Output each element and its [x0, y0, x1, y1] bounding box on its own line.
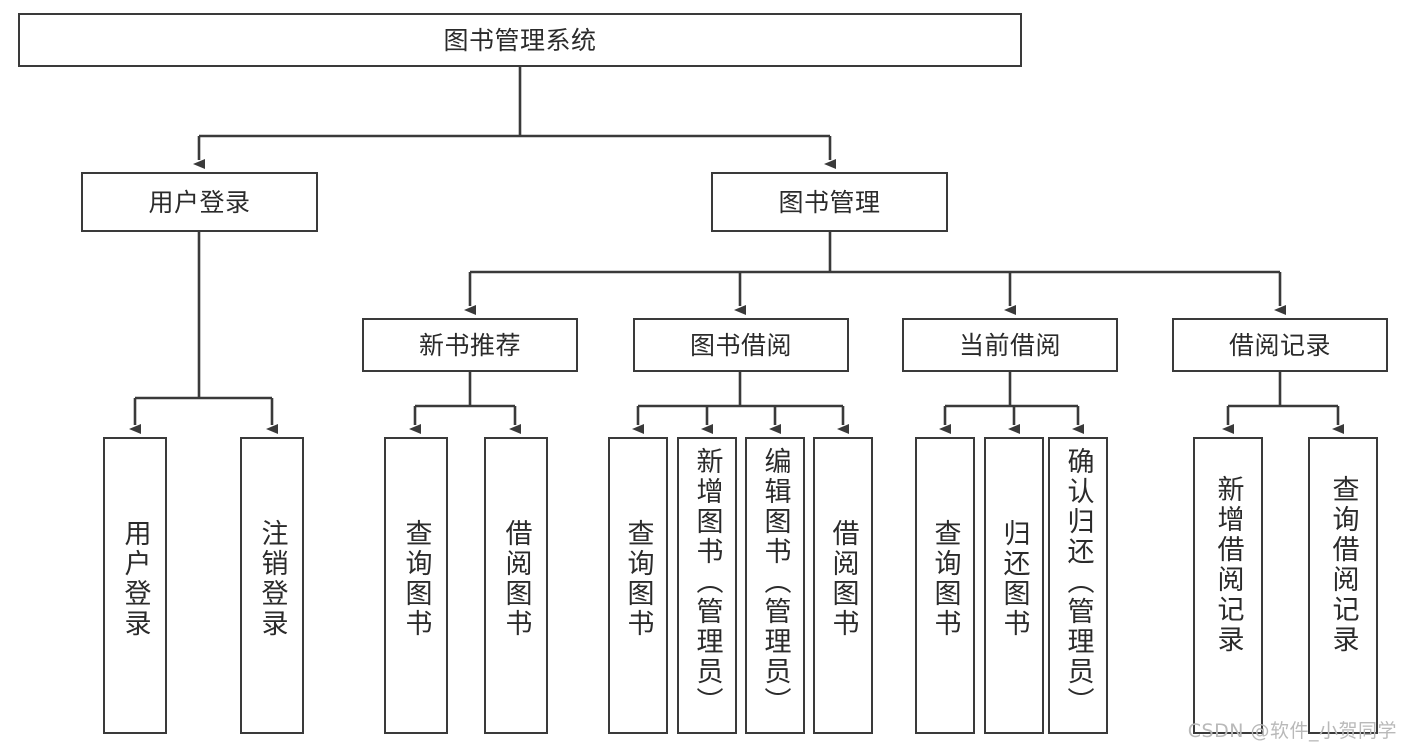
node-book-management-label: 图书管理 — [778, 187, 881, 217]
leaf-book-borrow-edit[interactable]: 编辑图书（管理员） — [745, 437, 805, 734]
watermark-text: CSDN @软件_小贺同学 — [1187, 720, 1397, 742]
leaf-book-borrow-edit-label: 编辑图书（管理员） — [759, 447, 791, 717]
leaf-borrow-record-query-label: 查询借阅记录 — [1327, 475, 1359, 655]
leaf-user-login-login-label: 用户登录 — [119, 519, 151, 639]
node-book-management[interactable]: 图书管理 — [711, 172, 948, 232]
leaf-current-borrow-query-label: 查询图书 — [929, 519, 961, 639]
leaf-book-borrow-borrow[interactable]: 借阅图书 — [813, 437, 873, 734]
leaf-new-book-query[interactable]: 查询图书 — [384, 437, 448, 734]
node-new-book-recommend-label: 新书推荐 — [418, 330, 521, 360]
leaf-new-book-borrow[interactable]: 借阅图书 — [484, 437, 548, 734]
leaf-current-borrow-confirm-label: 确认归还（管理员） — [1062, 447, 1094, 717]
node-root[interactable]: 图书管理系统 — [18, 13, 1022, 67]
node-current-borrow[interactable]: 当前借阅 — [902, 318, 1118, 372]
leaf-user-login-logout-label: 注销登录 — [256, 519, 288, 639]
leaf-new-book-borrow-label: 借阅图书 — [500, 519, 532, 639]
node-new-book-recommend[interactable]: 新书推荐 — [362, 318, 578, 372]
leaf-borrow-record-query[interactable]: 查询借阅记录 — [1308, 437, 1378, 734]
leaf-current-borrow-confirm[interactable]: 确认归还（管理员） — [1048, 437, 1108, 734]
leaf-user-login-login[interactable]: 用户登录 — [103, 437, 167, 734]
leaf-user-login-logout[interactable]: 注销登录 — [240, 437, 304, 734]
leaf-book-borrow-add-label: 新增图书（管理员） — [691, 447, 723, 717]
leaf-borrow-record-add-label: 新增借阅记录 — [1212, 475, 1244, 655]
leaf-borrow-record-add[interactable]: 新增借阅记录 — [1193, 437, 1263, 734]
leaf-book-borrow-borrow-label: 借阅图书 — [827, 519, 859, 639]
node-user-login-label: 用户登录 — [148, 187, 251, 217]
leaf-current-borrow-query[interactable]: 查询图书 — [915, 437, 975, 734]
node-borrow-record-label: 借阅记录 — [1228, 330, 1331, 360]
leaf-book-borrow-add[interactable]: 新增图书（管理员） — [677, 437, 737, 734]
node-current-borrow-label: 当前借阅 — [958, 330, 1061, 360]
node-root-label: 图书管理系统 — [443, 25, 597, 55]
leaf-book-borrow-query[interactable]: 查询图书 — [608, 437, 668, 734]
node-user-login[interactable]: 用户登录 — [81, 172, 318, 232]
leaf-current-borrow-return-label: 归还图书 — [998, 519, 1030, 639]
node-borrow-record[interactable]: 借阅记录 — [1172, 318, 1388, 372]
leaf-book-borrow-query-label: 查询图书 — [622, 519, 654, 639]
node-book-borrow-label: 图书借阅 — [689, 330, 792, 360]
leaf-new-book-query-label: 查询图书 — [400, 519, 432, 639]
node-book-borrow[interactable]: 图书借阅 — [633, 318, 849, 372]
leaf-current-borrow-return[interactable]: 归还图书 — [984, 437, 1044, 734]
